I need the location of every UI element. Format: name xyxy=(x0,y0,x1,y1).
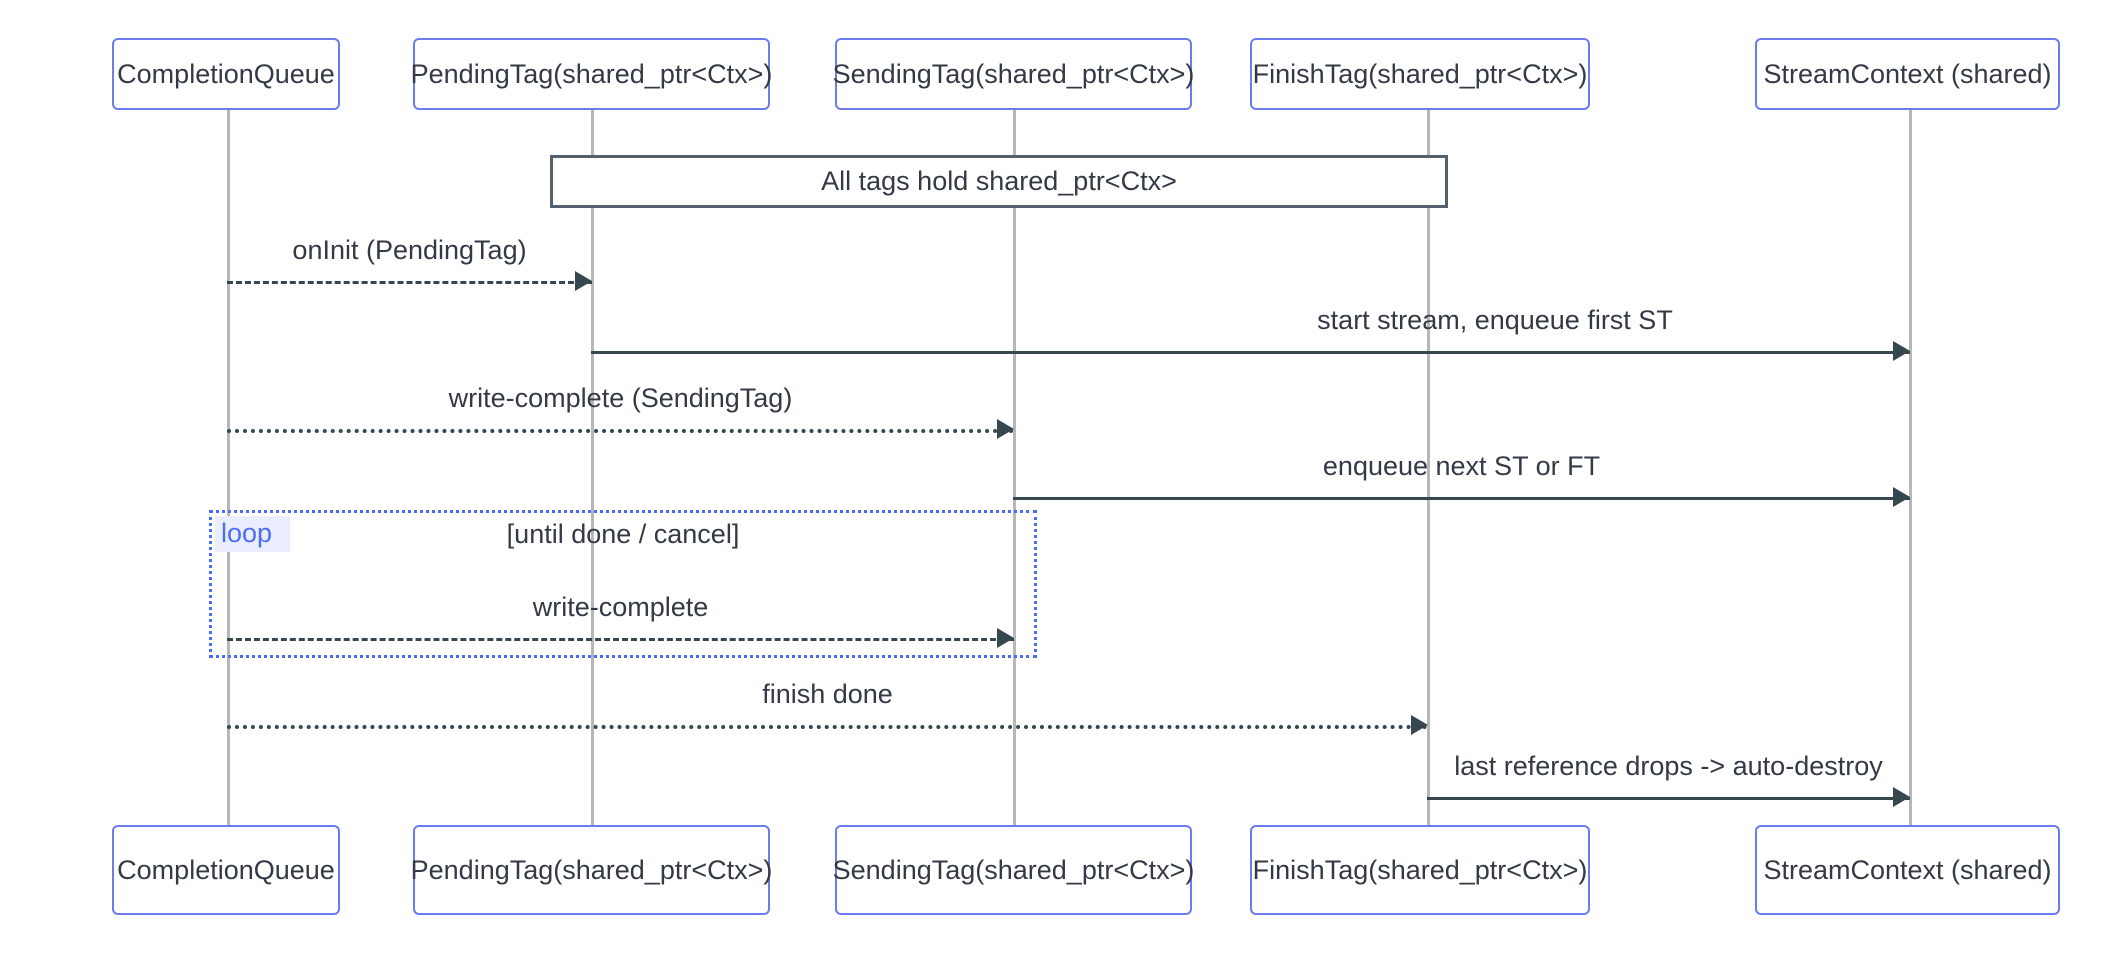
participant-label: PendingTag(shared_ptr<Ctx>) xyxy=(410,58,773,89)
participant-bottom-finishtag[interactable]: FinishTag(shared_ptr<Ctx>) xyxy=(1250,825,1590,915)
fragment-loop: loop [until done / cancel] xyxy=(209,510,1037,658)
fragment-condition-label: [until done / cancel] xyxy=(506,519,740,549)
arrowhead-icon xyxy=(1411,715,1428,735)
fragment-kind-label: loop xyxy=(215,516,291,553)
arrowhead-icon xyxy=(575,271,592,291)
message-label: finish done xyxy=(762,679,893,709)
lifeline-finishtag xyxy=(1427,110,1430,825)
participant-bottom-sendingtag[interactable]: SendingTag(shared_ptr<Ctx>) xyxy=(832,825,1195,915)
participant-label: FinishTag(shared_ptr<Ctx>) xyxy=(1252,58,1588,89)
message-label: enqueue next ST or FT xyxy=(1322,451,1601,481)
lifeline-pendingtag xyxy=(591,110,594,825)
note-text: All tags hold shared_ptr<Ctx> xyxy=(821,166,1177,196)
arrowhead-icon xyxy=(997,419,1014,439)
message-line xyxy=(591,351,1910,354)
lifeline-streamcontext xyxy=(1909,110,1912,825)
participant-label: SendingTag(shared_ptr<Ctx>) xyxy=(832,58,1195,89)
message-line xyxy=(227,429,1014,433)
note-all-tags-hold-shared-ptr: All tags hold shared_ptr<Ctx> xyxy=(550,155,1448,208)
participant-bottom-completionqueue[interactable]: CompletionQueue xyxy=(112,825,340,915)
lifeline-completionqueue xyxy=(227,110,230,825)
participant-label: FinishTag(shared_ptr<Ctx>) xyxy=(1252,854,1588,885)
participant-top-streamcontext[interactable]: StreamContext (shared) xyxy=(1755,38,2060,110)
arrowhead-icon xyxy=(1893,341,1910,361)
message-label: write-complete (SendingTag) xyxy=(448,383,793,413)
message-line xyxy=(1013,497,1910,500)
participant-bottom-streamcontext[interactable]: StreamContext (shared) xyxy=(1755,825,2060,915)
message-line xyxy=(227,281,592,284)
participant-label: SendingTag(shared_ptr<Ctx>) xyxy=(832,854,1195,885)
lifeline-sendingtag xyxy=(1013,110,1016,825)
participant-label: StreamContext (shared) xyxy=(1763,58,2052,89)
arrowhead-icon xyxy=(997,628,1014,648)
participant-top-pendingtag[interactable]: PendingTag(shared_ptr<Ctx>) xyxy=(410,38,773,110)
message-line xyxy=(227,638,1014,641)
participant-top-finishtag[interactable]: FinishTag(shared_ptr<Ctx>) xyxy=(1250,38,1590,110)
arrowhead-icon xyxy=(1893,487,1910,507)
message-label: last reference drops -> auto-destroy xyxy=(1454,751,1883,781)
message-label: start stream, enqueue first ST xyxy=(1317,305,1673,335)
participant-top-sendingtag[interactable]: SendingTag(shared_ptr<Ctx>) xyxy=(832,38,1195,110)
participant-label: PendingTag(shared_ptr<Ctx>) xyxy=(410,854,773,885)
participant-label: StreamContext (shared) xyxy=(1763,854,2052,885)
participant-top-completionqueue[interactable]: CompletionQueue xyxy=(112,38,340,110)
participant-label: CompletionQueue xyxy=(117,854,335,885)
participant-bottom-pendingtag[interactable]: PendingTag(shared_ptr<Ctx>) xyxy=(410,825,773,915)
participant-label: CompletionQueue xyxy=(117,58,335,89)
message-label: write-complete xyxy=(532,592,709,622)
message-line xyxy=(227,725,1428,729)
arrowhead-icon xyxy=(1893,787,1910,807)
message-label: onInit (PendingTag) xyxy=(292,235,527,265)
message-line xyxy=(1427,797,1910,800)
